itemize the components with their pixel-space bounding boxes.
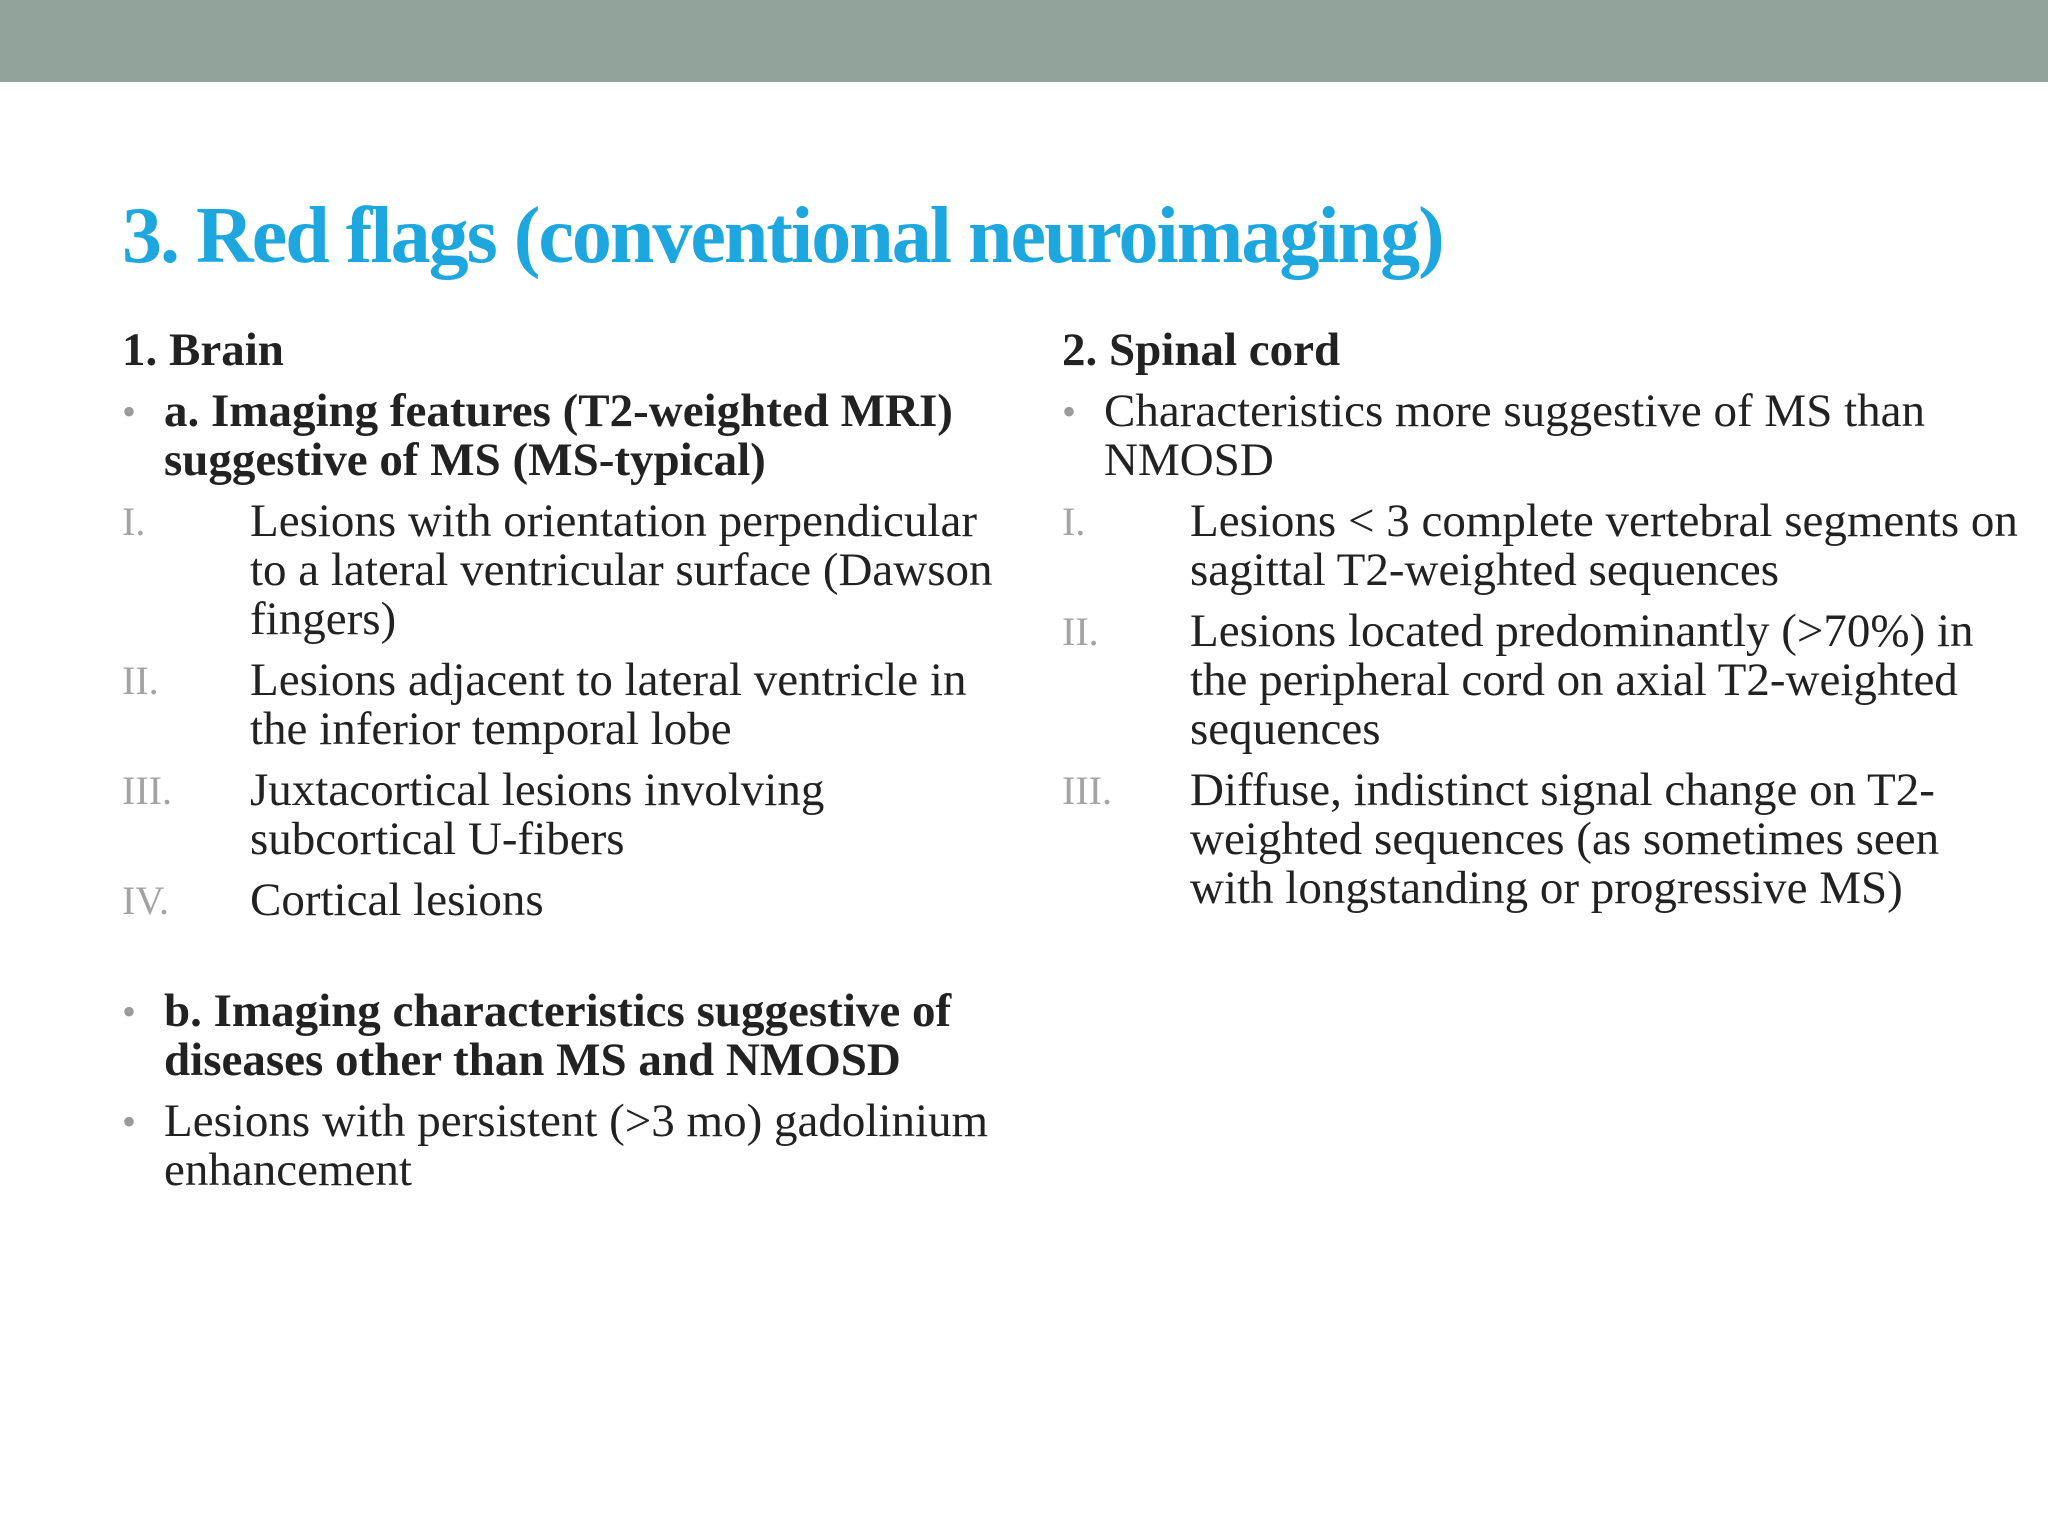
bullet-dot-icon: • [122,389,137,434]
list-item-text: Lesions adjacent to lateral ventricle in… [250,654,967,755]
list-item: I. Lesions < 3 complete vertebral segmen… [1062,497,2022,595]
bullet-dot-icon: • [1062,389,1077,434]
roman-numeral: III. [122,768,172,813]
list-item-text: Cortical lesions [250,874,544,926]
left-column-brain: 1. Brain • a. Imaging features (T2-weigh… [122,326,1002,1207]
top-band [0,0,2048,82]
roman-numeral: I. [122,499,146,544]
bullet-dot-icon: • [122,989,137,1034]
bullet-label: Characteristics more suggestive of MS th… [1104,385,1926,486]
bullet-dot-icon: • [122,1099,137,1144]
spacer [122,937,1002,987]
roman-numeral: I. [1062,499,1086,544]
bullet-label: Lesions with persistent (>3 mo) gadolini… [164,1095,989,1196]
list-item: III. Diffuse, indistinct signal change o… [1062,766,2022,913]
roman-numeral: II. [1062,609,1099,654]
list-item-text: Lesions < 3 complete vertebral segments … [1190,495,2018,596]
section-heading-brain: 1. Brain [122,324,284,376]
list-item-text: Lesions with orientation perpendicular t… [250,495,993,645]
list-item-text: Diffuse, indistinct signal change on T2-… [1190,764,1940,914]
list-item: IV. Cortical lesions [122,876,1002,925]
list-item-text: Juxtacortical lesions involving subcorti… [250,764,825,865]
bullet-ms-vs-nmosd: • Characteristics more suggestive of MS … [1062,387,2022,485]
section-heading-spinal-cord: 2. Spinal cord [1062,324,1341,376]
bullet-label: a. Imaging features (T2-weighted MRI) su… [164,385,953,486]
list-item: II. Lesions adjacent to lateral ventricl… [122,656,1002,754]
bullet-other-diseases: • b. Imaging characteristics suggestive … [122,987,1002,1085]
list-item-text: Lesions located predominantly (>70%) in … [1190,605,1974,755]
list-item: II. Lesions located predominantly (>70%)… [1062,607,2022,754]
bullet-ms-typical-features: • a. Imaging features (T2-weighted MRI) … [122,387,1002,485]
bullet-gadolinium: • Lesions with persistent (>3 mo) gadoli… [122,1097,1002,1195]
right-column-spinal-cord: 2. Spinal cord • Characteristics more su… [1062,326,2022,925]
roman-numeral: IV. [122,878,170,923]
roman-numeral: III. [1062,768,1112,813]
bullet-label: b. Imaging characteristics suggestive of… [164,985,952,1086]
slide-title: 3. Red flags (conventional neuroimaging) [122,192,1445,280]
roman-numeral: II. [122,658,159,703]
list-item: III. Juxtacortical lesions involving sub… [122,766,1002,864]
list-item: I. Lesions with orientation perpendicula… [122,497,1002,644]
